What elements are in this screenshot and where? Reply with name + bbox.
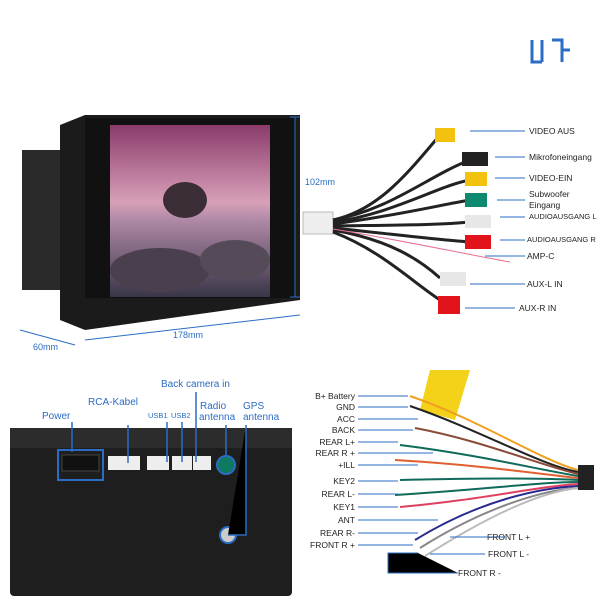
rca-label: AUDIOAUSGANG R [527, 235, 596, 244]
dimension-lines [19, 116, 301, 346]
rca-harness [302, 134, 511, 302]
back-camera-label: Back camera in [161, 379, 230, 390]
rca-label: AUDIOAUSGANG L [529, 212, 597, 221]
rca-label: AUX-L IN [527, 279, 563, 289]
front-l-plus-label: FRONT L + [487, 532, 531, 542]
power-port-label: Power [42, 411, 71, 422]
harness-wire-label: REAR R + [315, 448, 355, 458]
width-dimension: 178mm [173, 330, 204, 340]
rca-label: VIDEO-EIN [529, 173, 573, 183]
power-harness [394, 370, 594, 557]
gps-antenna-label: antenna [243, 412, 280, 423]
rca-label: Eingang [529, 200, 561, 210]
brand-logo-icon [530, 38, 570, 64]
rca-leader-lines [465, 130, 525, 309]
back-leader-lines [71, 392, 247, 536]
rca-label: Mikrofoneingang [529, 152, 592, 162]
head-unit-front [22, 115, 300, 330]
harness-wire-label: GND [336, 402, 355, 412]
harness-wire-label: REAR R- [320, 528, 355, 538]
harness-wire-label: KEY2 [333, 476, 355, 486]
harness-wire-label: B+ Battery [315, 391, 355, 401]
usb2-label: USB2 [171, 411, 191, 420]
radio-antenna-label: Radio [200, 401, 227, 412]
harness-wire-label: ACC [337, 414, 355, 424]
harness-wire-label: REAR L- [321, 489, 355, 499]
harness-wire-label: ANT [338, 515, 355, 525]
rca-label: AMP-C [527, 251, 555, 261]
harness-wire-label: FRONT R + [310, 540, 355, 550]
rca-label: VIDEO AUS [529, 126, 575, 136]
depth-dimension: 60mm [33, 342, 59, 352]
front-r-minus-label: FRONT R - [458, 568, 501, 578]
harness-wire-label: REAR L+ [319, 437, 355, 447]
power-leader-lines [358, 395, 505, 574]
rca-plugs [435, 128, 491, 314]
harness-wire-label: KEY1 [333, 502, 355, 512]
gps-antenna-label: GPS [243, 401, 265, 412]
harness-wire-label: +ILL [338, 460, 355, 470]
usb1-label: USB1 [148, 411, 168, 420]
height-dimension: 102mm [305, 177, 336, 187]
front-l-minus-label: FRONT L - [488, 549, 530, 559]
rca-label: AUX-R IN [519, 303, 557, 313]
radio-antenna-label: antenna [199, 412, 236, 423]
back-panel [10, 428, 292, 596]
rca-port-label: RCA-Kabel [88, 397, 139, 408]
harness-wire-label: BACK [331, 425, 355, 435]
rca-label: Subwoofer [529, 189, 570, 199]
